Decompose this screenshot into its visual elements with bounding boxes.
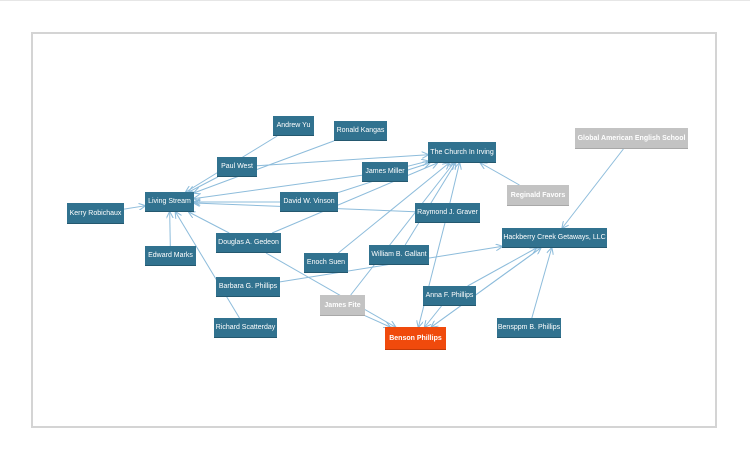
- top-divider: [0, 0, 750, 1]
- node-james-fite[interactable]: James Fite: [320, 295, 365, 316]
- node-enoch-suen[interactable]: Enoch Suen: [304, 253, 348, 273]
- node-living-stream[interactable]: Living Stream: [145, 192, 194, 212]
- node-james-miller[interactable]: James Miller: [362, 162, 408, 182]
- edge-james_m-to-church: [407, 161, 428, 167]
- edge-ronald-to-living: [194, 140, 335, 193]
- edge-raymond-to-church: [449, 163, 460, 204]
- edge-james_m-to-living: [194, 174, 363, 198]
- node-barbara-g-phillips[interactable]: Barbara G. Phillips: [216, 277, 280, 297]
- edge-kerry-to-living: [123, 206, 145, 209]
- edge-anna-to-benson: [425, 305, 442, 327]
- edge-douglas-to-living: [189, 212, 230, 234]
- node-william-b-gallant[interactable]: William B. Gallant: [369, 245, 429, 265]
- edge-douglas-to-benson: [265, 252, 395, 327]
- edge-bensppm-to-hackberry: [531, 248, 552, 319]
- edge-anna-to-hackberry: [467, 248, 537, 287]
- node-kerry-robichaux[interactable]: Kerry Robichaux: [67, 203, 124, 224]
- edge-paul-to-church: [256, 155, 428, 167]
- node-ronald-kangas[interactable]: Ronald Kangas: [334, 121, 387, 141]
- edge-enoch-to-church: [337, 163, 449, 254]
- edge-richard-to-living: [176, 212, 240, 319]
- node-paul-west[interactable]: Paul West: [217, 157, 257, 177]
- edge-raymond-to-benson: [418, 222, 446, 327]
- node-douglas-a-gedeon[interactable]: Douglas A. Gedeon: [216, 233, 281, 253]
- edge-douglas-to-church: [271, 163, 437, 234]
- node-bensppm-b-phillips[interactable]: Bensppm B. Phillips: [497, 318, 561, 338]
- node-global-american-english-school[interactable]: Global American English School: [575, 128, 688, 149]
- node-raymond-j-graver[interactable]: Raymond J. Graver: [415, 203, 480, 223]
- node-richard-scatterday[interactable]: Richard Scatterday: [214, 318, 277, 338]
- edge-edward-to-living: [170, 212, 171, 247]
- edge-reginald-to-church: [481, 163, 520, 186]
- node-the-church-in-irving[interactable]: The Church In Irving: [428, 142, 496, 163]
- edge-james_f-to-benson: [364, 315, 390, 327]
- edge-james_f-to-church: [350, 163, 454, 296]
- node-david-w-vinson[interactable]: David W. Vinson: [280, 192, 338, 212]
- node-anna-f-phillips[interactable]: Anna F. Phillips: [423, 286, 476, 306]
- node-andrew-yu[interactable]: Andrew Yu: [273, 116, 314, 136]
- node-benson-phillips[interactable]: Benson Phillips: [385, 327, 446, 350]
- edge-hackberry-to-benson: [431, 247, 541, 327]
- edge-global-to-hackberry: [562, 148, 624, 228]
- node-reginald-favors[interactable]: Reginald Favors: [507, 185, 569, 206]
- node-edward-marks[interactable]: Edward Marks: [145, 246, 196, 266]
- node-hackberry-creek-getaways-llc[interactable]: Hackberry Creek Getaways, LLC: [502, 228, 607, 248]
